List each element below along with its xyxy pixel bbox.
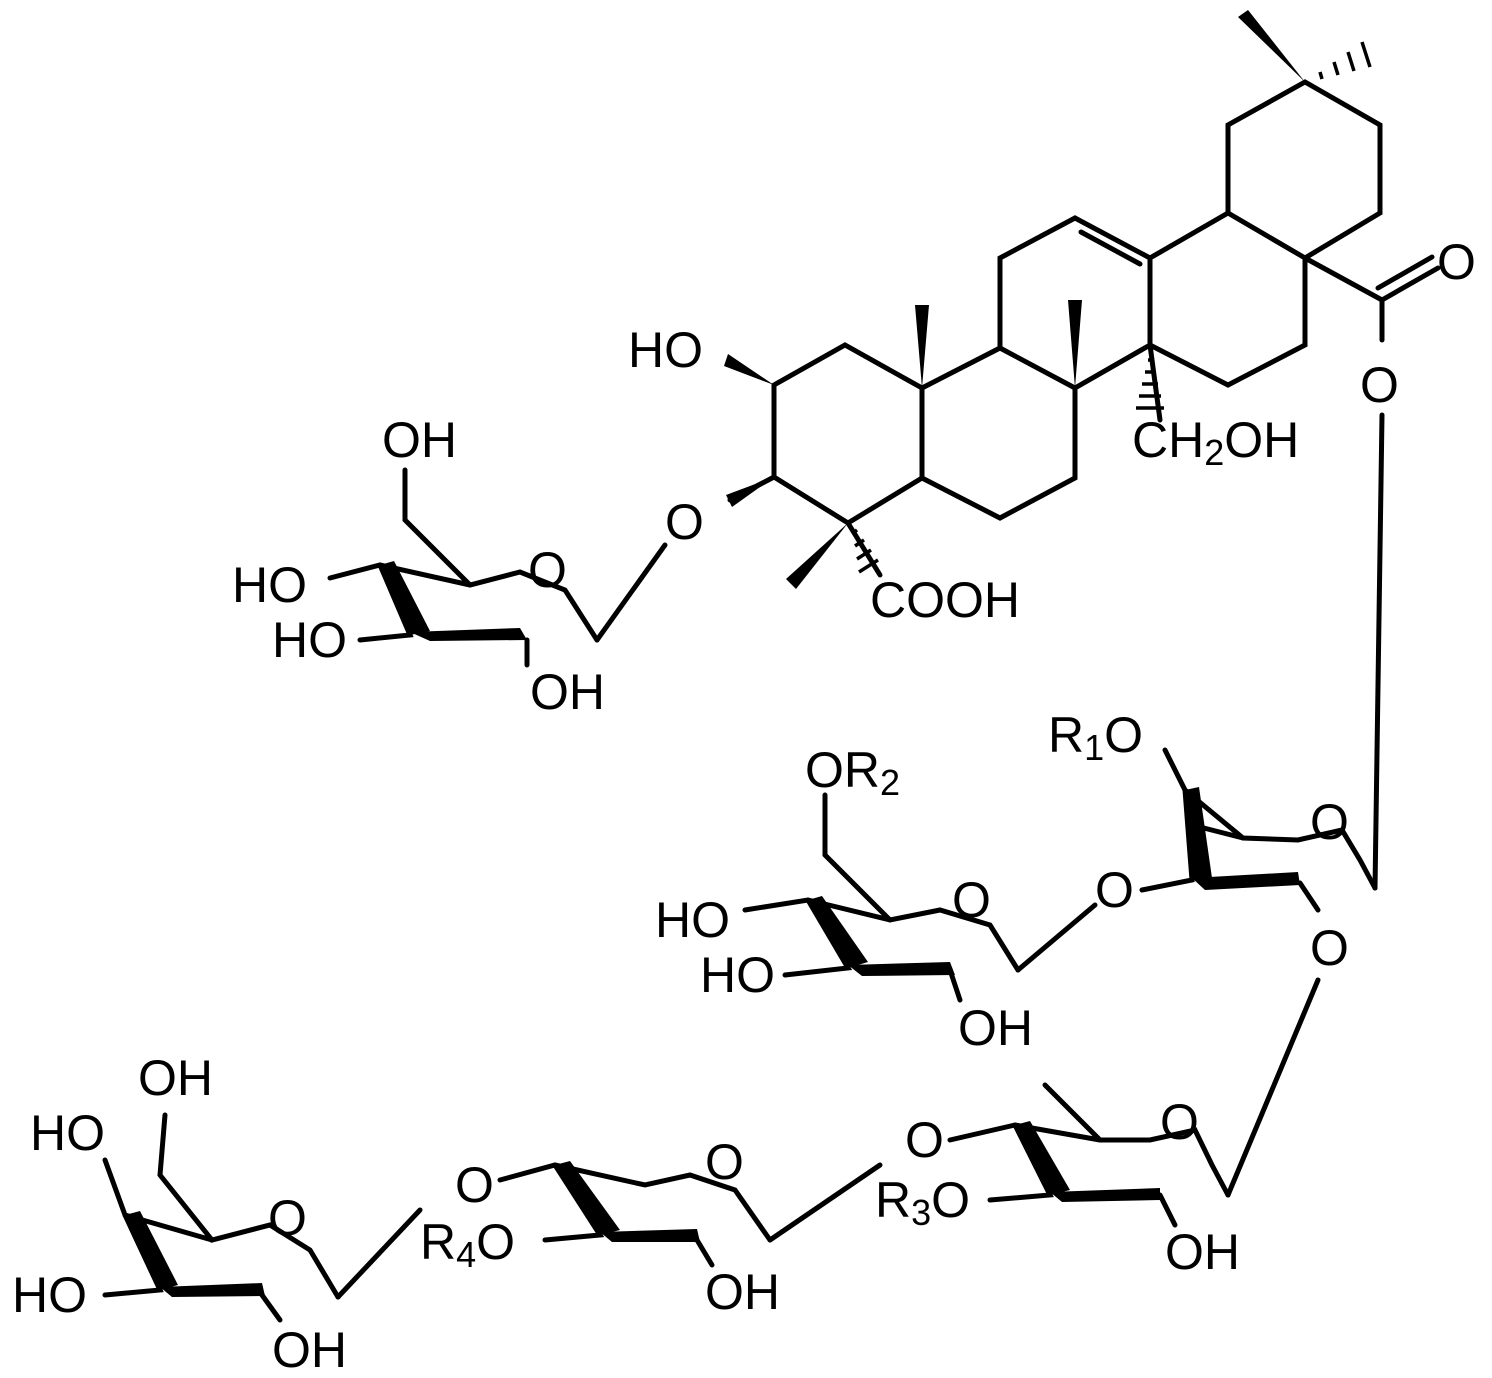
- ch2oh-label: CH2OH: [1132, 412, 1299, 473]
- rha-r3o-o-label: O: [931, 1172, 970, 1228]
- xyl-r4o-label: R4O: [420, 1214, 515, 1275]
- wedge-bonds: [125, 10, 1305, 1297]
- atom-labels: HO CH2OH COOH O O O O OH HO HO OH R1O O …: [12, 234, 1476, 1378]
- xyl-oh2-label: OH: [705, 1264, 780, 1320]
- glc2-oh4-label: HO: [655, 892, 730, 948]
- xyl-r4o-r-label: R: [420, 1214, 456, 1270]
- xyl-r4o-o-label: O: [476, 1214, 515, 1270]
- rha-ring-o-label: O: [1160, 1094, 1199, 1150]
- glc2-ring-o-label: O: [952, 872, 991, 928]
- xyl-link-o4-label: O: [455, 1157, 494, 1213]
- ch2oh-main-label: CH: [1132, 412, 1204, 468]
- rha-oh2-label: OH: [1165, 1224, 1240, 1280]
- gal-oh4-label: HO: [30, 1105, 105, 1161]
- glc1-ring-o-label: O: [528, 542, 567, 598]
- fuc-link-o3-label: O: [1095, 862, 1134, 918]
- glc1-oh6-label: OH: [382, 412, 457, 468]
- hashed-bonds: [851, 41, 1372, 574]
- glc2-oh2-label: OH: [958, 1000, 1033, 1056]
- gal-oh6-label: OH: [138, 1050, 213, 1106]
- glc1-link-o-label: O: [665, 494, 704, 550]
- gal-oh2-label: OH: [272, 1322, 347, 1378]
- glc2-or2-subscript: 2: [880, 762, 900, 803]
- xyl-r4o-subscript: 4: [456, 1234, 476, 1275]
- rha-r3o-label: R3O: [875, 1172, 970, 1233]
- ester-carbonyl-o-label: O: [1437, 234, 1476, 290]
- aglycone-ho-label: HO: [628, 322, 703, 378]
- gal-ring-o-label: O: [268, 1190, 307, 1246]
- glc1-oh3-label: HO: [272, 612, 347, 668]
- gal-oh3-label: HO: [12, 1267, 87, 1323]
- rha-r3o-subscript: 3: [911, 1192, 931, 1233]
- fuc-r1o-r-label: R: [1048, 707, 1084, 763]
- glc1-oh2-label: OH: [530, 664, 605, 720]
- ch2oh-subscript: 2: [1204, 432, 1224, 473]
- ester-link-o-label: O: [1360, 357, 1399, 413]
- bond-lines: [102, 79, 1441, 1323]
- fuc-r1o-subscript: 1: [1084, 727, 1104, 768]
- glc2-or2-label: OR2: [805, 742, 900, 803]
- glc2-oh3-label: HO: [700, 947, 775, 1003]
- ch2oh-tail-label: OH: [1224, 412, 1299, 468]
- rha-link-o4-label: O: [905, 1112, 944, 1168]
- fuc-r1o-o-label: O: [1104, 707, 1143, 763]
- cooh-label: COOH: [870, 572, 1020, 628]
- xyl-ring-o-label: O: [705, 1134, 744, 1190]
- fuc-link-o2-label: O: [1310, 920, 1349, 976]
- glc2-or2-o-label: OR: [805, 742, 880, 798]
- rha-r3o-r-label: R: [875, 1172, 911, 1228]
- fuc-ring-o-label: O: [1310, 794, 1349, 850]
- glc1-oh4-label: HO: [232, 557, 307, 613]
- fuc-r1o-label: R1O: [1048, 707, 1143, 768]
